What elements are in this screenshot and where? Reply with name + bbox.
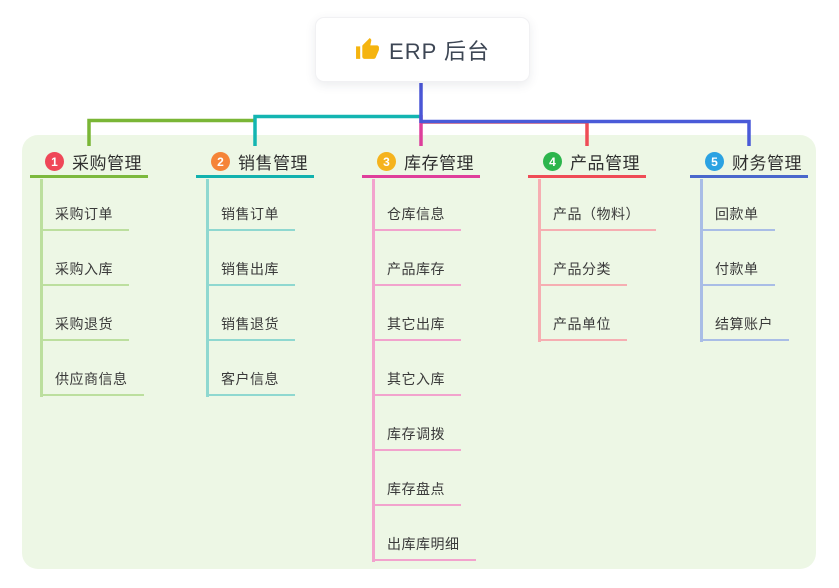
root-node[interactable]: ERP 后台 <box>315 17 530 82</box>
branch-node-1[interactable]: 1 采购管理 <box>30 148 148 178</box>
child-node[interactable]: 产品单位 <box>538 312 627 341</box>
child-node[interactable]: 客户信息 <box>206 367 295 396</box>
branch-label: 财务管理 <box>732 154 802 173</box>
child-node[interactable]: 供应商信息 <box>40 367 144 396</box>
child-node[interactable]: 销售订单 <box>206 202 295 231</box>
branch-number-badge: 2 <box>211 152 230 171</box>
child-node[interactable]: 回款单 <box>700 202 775 231</box>
child-node[interactable]: 销售出库 <box>206 257 295 286</box>
branch-node-4[interactable]: 4 产品管理 <box>528 148 646 178</box>
child-node[interactable]: 其它出库 <box>372 312 461 341</box>
child-node[interactable]: 采购订单 <box>40 202 129 231</box>
child-connector-line <box>538 178 541 342</box>
child-connector-line <box>40 178 43 397</box>
child-node[interactable]: 库存调拨 <box>372 422 461 451</box>
branch-number-badge: 4 <box>543 152 562 171</box>
branch-number-badge: 5 <box>705 152 724 171</box>
branch-node-3[interactable]: 3 库存管理 <box>362 148 480 178</box>
child-node[interactable]: 产品库存 <box>372 257 461 286</box>
branch-label: 产品管理 <box>570 154 640 173</box>
branch-label: 销售管理 <box>238 154 308 173</box>
child-node[interactable]: 产品（物料） <box>538 202 656 231</box>
branch-number-badge: 3 <box>377 152 396 171</box>
thumbs-up-icon <box>356 38 379 59</box>
child-node[interactable]: 结算账户 <box>700 312 789 341</box>
child-connector-line <box>206 178 209 397</box>
child-connector-line <box>372 178 375 562</box>
branch-number-badge: 1 <box>45 152 64 171</box>
child-node[interactable]: 出库库明细 <box>372 532 476 561</box>
child-node[interactable]: 其它入库 <box>372 367 461 396</box>
child-node[interactable]: 产品分类 <box>538 257 627 286</box>
child-node[interactable]: 付款单 <box>700 257 775 286</box>
child-connector-line <box>700 178 703 342</box>
branch-node-2[interactable]: 2 销售管理 <box>196 148 314 178</box>
child-node[interactable]: 采购入库 <box>40 257 129 286</box>
child-node[interactable]: 库存盘点 <box>372 477 461 506</box>
branch-label: 库存管理 <box>404 154 474 173</box>
root-title: ERP 后台 <box>389 38 490 64</box>
branches-panel <box>22 135 816 569</box>
child-node[interactable]: 仓库信息 <box>372 202 461 231</box>
child-node[interactable]: 采购退货 <box>40 312 129 341</box>
branch-label: 采购管理 <box>72 154 142 173</box>
child-node[interactable]: 销售退货 <box>206 312 295 341</box>
branch-node-5[interactable]: 5 财务管理 <box>690 148 808 178</box>
